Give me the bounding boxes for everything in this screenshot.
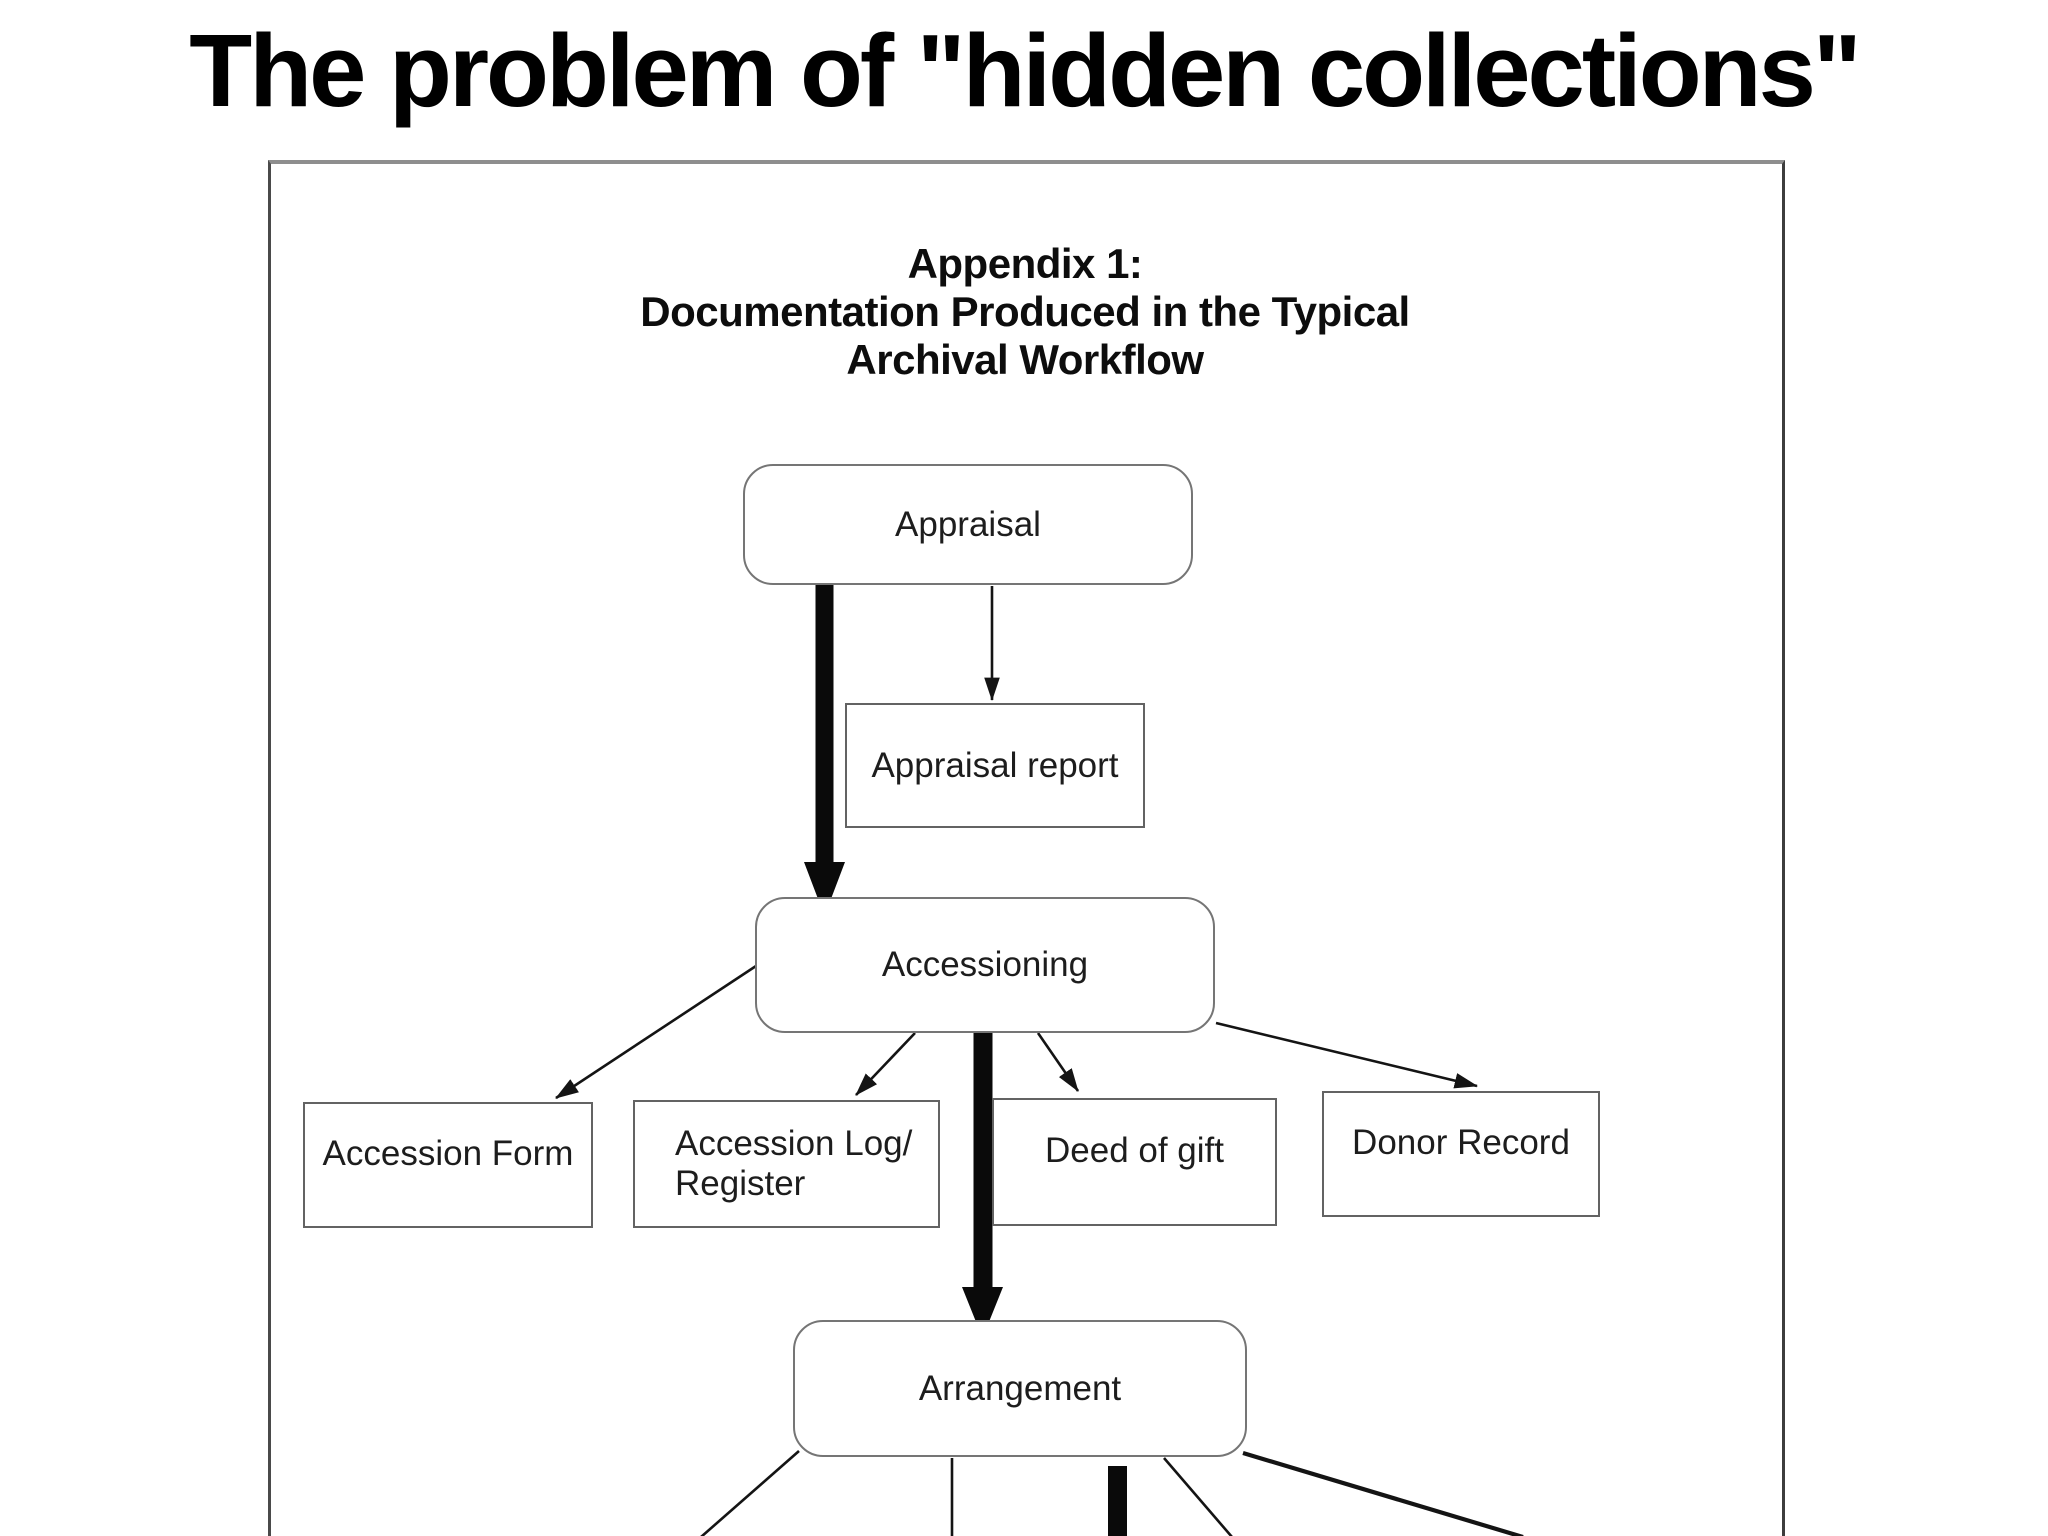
node-donor-record-label: Donor Record — [1352, 1123, 1570, 1162]
node-appraisal-report-label: Appraisal report — [871, 745, 1119, 785]
node-appraisal: Appraisal — [743, 464, 1193, 585]
node-appraisal-label: Appraisal — [895, 504, 1041, 544]
node-accession-form-label: Accession Form — [322, 1134, 574, 1173]
node-accession-log-line2: Register — [675, 1164, 806, 1203]
diagram-header-line2: Documentation Produced in the Typical — [640, 288, 1410, 335]
node-appraisal-report: Appraisal report — [845, 703, 1145, 828]
node-deed-of-gift: Deed of gift — [992, 1098, 1277, 1226]
slide-title: The problem of "hidden collections" — [189, 13, 1861, 128]
node-accession-log-register-label: Accession Log/ Register — [675, 1124, 912, 1204]
node-accession-log-register: Accession Log/ Register — [633, 1100, 940, 1228]
diagram-header-line3: Archival Workflow — [846, 336, 1204, 383]
node-accession-log-line1: Accession Log/ — [675, 1124, 913, 1163]
node-arrangement: Arrangement — [793, 1320, 1247, 1457]
node-deed-of-gift-label: Deed of gift — [1045, 1131, 1224, 1170]
node-donor-record: Donor Record — [1322, 1091, 1600, 1217]
diagram-header: Appendix 1: Documentation Produced in th… — [268, 240, 1782, 384]
node-accessioning: Accessioning — [755, 897, 1215, 1033]
node-accessioning-label: Accessioning — [881, 945, 1089, 984]
diagram-frame — [268, 160, 1785, 1536]
node-accession-form: Accession Form — [303, 1102, 593, 1228]
node-arrangement-label: Arrangement — [918, 1368, 1122, 1408]
diagram-header-line1: Appendix 1: — [907, 240, 1143, 287]
